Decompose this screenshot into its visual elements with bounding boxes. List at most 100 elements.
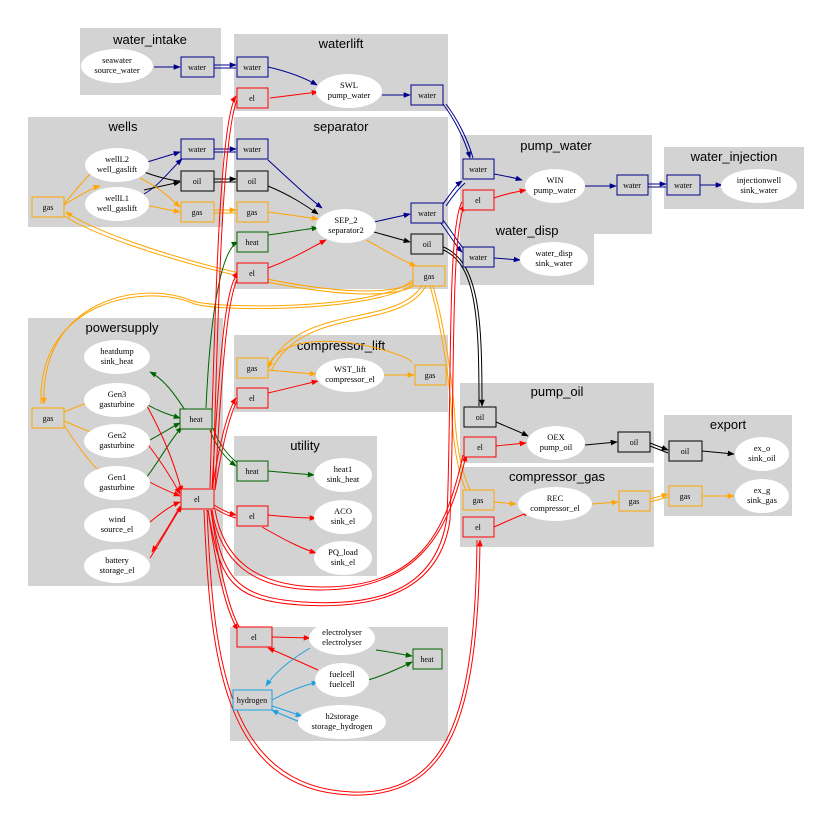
svg-text:SWL: SWL — [340, 80, 358, 90]
port-el: el — [236, 626, 273, 648]
port-water: water — [410, 202, 444, 224]
edges — [40, 62, 735, 796]
edge-hydrogen — [271, 680, 319, 701]
svg-text:sink_water: sink_water — [740, 185, 777, 195]
svg-text:water: water — [469, 165, 487, 174]
edge-el — [211, 397, 237, 491]
edge-gas — [267, 340, 413, 367]
svg-text:ex_o: ex_o — [754, 443, 771, 453]
cluster-title-water-injection: water_injection — [690, 149, 778, 164]
svg-text:oil: oil — [248, 177, 257, 186]
edge-oil — [143, 171, 181, 182]
svg-text:heat: heat — [189, 415, 203, 424]
svg-text:Gen2: Gen2 — [108, 430, 126, 440]
svg-text:el: el — [477, 443, 484, 452]
edge-el — [145, 403, 184, 493]
svg-text:el: el — [475, 523, 482, 532]
port-gas: gas — [31, 407, 65, 429]
svg-text:gas: gas — [247, 364, 258, 373]
svg-text:ACO: ACO — [334, 506, 352, 516]
svg-text:gasturbine: gasturbine — [99, 399, 135, 409]
edge-oil — [373, 231, 411, 244]
edge-el — [207, 509, 239, 631]
svg-text:gasturbine: gasturbine — [99, 440, 135, 450]
edge-gas — [591, 499, 619, 506]
svg-text:h2storage: h2storage — [325, 711, 358, 721]
edge-gas — [649, 492, 669, 500]
edge-water — [493, 256, 521, 263]
port-el: el — [236, 87, 269, 109]
svg-text:sink_heat: sink_heat — [327, 474, 360, 484]
svg-text:el: el — [251, 633, 258, 642]
svg-text:el: el — [249, 94, 256, 103]
edge-el — [211, 271, 239, 489]
edge-el — [267, 379, 319, 394]
svg-text:Gen1: Gen1 — [108, 472, 126, 482]
port-water: water — [236, 138, 269, 160]
svg-text:el: el — [249, 394, 256, 403]
svg-text:fuelcell: fuelcell — [329, 679, 355, 689]
svg-text:water: water — [243, 63, 261, 72]
cluster-title-separator: separator — [314, 119, 370, 134]
edge-el — [210, 509, 242, 631]
edge-hydrogen — [271, 709, 301, 723]
svg-text:well_gaslift: well_gaslift — [97, 203, 138, 213]
cluster-title-pump-water: pump_water — [520, 138, 592, 153]
edge-gas — [432, 285, 474, 496]
svg-text:sink_gas: sink_gas — [747, 495, 777, 505]
svg-text:heat: heat — [245, 238, 259, 247]
edge-el — [495, 440, 527, 447]
port-hydrogen: hydrogen — [232, 689, 273, 711]
svg-text:sink_el: sink_el — [331, 516, 356, 526]
svg-text:PQ_load: PQ_load — [328, 547, 359, 557]
edge-water — [143, 151, 181, 164]
svg-text:SEP_2: SEP_2 — [334, 215, 357, 225]
svg-text:gas: gas — [247, 208, 258, 217]
port-heat: heat — [236, 460, 269, 482]
port-oil: oil — [617, 431, 651, 453]
cluster-title-export: export — [710, 417, 747, 432]
port-water: water — [666, 174, 701, 196]
svg-text:heat: heat — [420, 655, 434, 664]
edge-water — [373, 212, 411, 223]
edge-el — [211, 454, 468, 591]
svg-text:el: el — [194, 495, 201, 504]
svg-text:water: water — [418, 209, 436, 218]
edge-el — [267, 239, 327, 269]
port-gas: gas — [668, 485, 703, 507]
svg-text:oil: oil — [476, 413, 485, 422]
edge-gas — [270, 283, 428, 372]
port-el: el — [463, 436, 497, 458]
svg-text:well_gaslift: well_gaslift — [97, 164, 138, 174]
svg-text:el: el — [475, 196, 482, 205]
port-water: water — [462, 158, 495, 180]
edge-el — [151, 505, 181, 553]
port-heat: heat — [236, 231, 269, 253]
port-water: water — [410, 84, 444, 106]
svg-text:wind: wind — [109, 514, 127, 524]
cluster-title-compressor-lift: compressor_lift — [297, 338, 386, 353]
port-el: el — [180, 488, 215, 510]
port-oil: oil — [463, 406, 497, 428]
svg-text:water: water — [469, 253, 487, 262]
svg-text:OEX: OEX — [547, 432, 564, 442]
edge-el — [210, 201, 463, 604]
port-oil: oil — [236, 170, 269, 192]
svg-text:battery: battery — [105, 555, 129, 565]
ports: water water el water water oil gas gas w… — [31, 56, 703, 711]
edge-water — [442, 103, 472, 159]
svg-text:oil: oil — [630, 438, 639, 447]
svg-text:water: water — [188, 145, 206, 154]
edge-water — [445, 103, 474, 159]
